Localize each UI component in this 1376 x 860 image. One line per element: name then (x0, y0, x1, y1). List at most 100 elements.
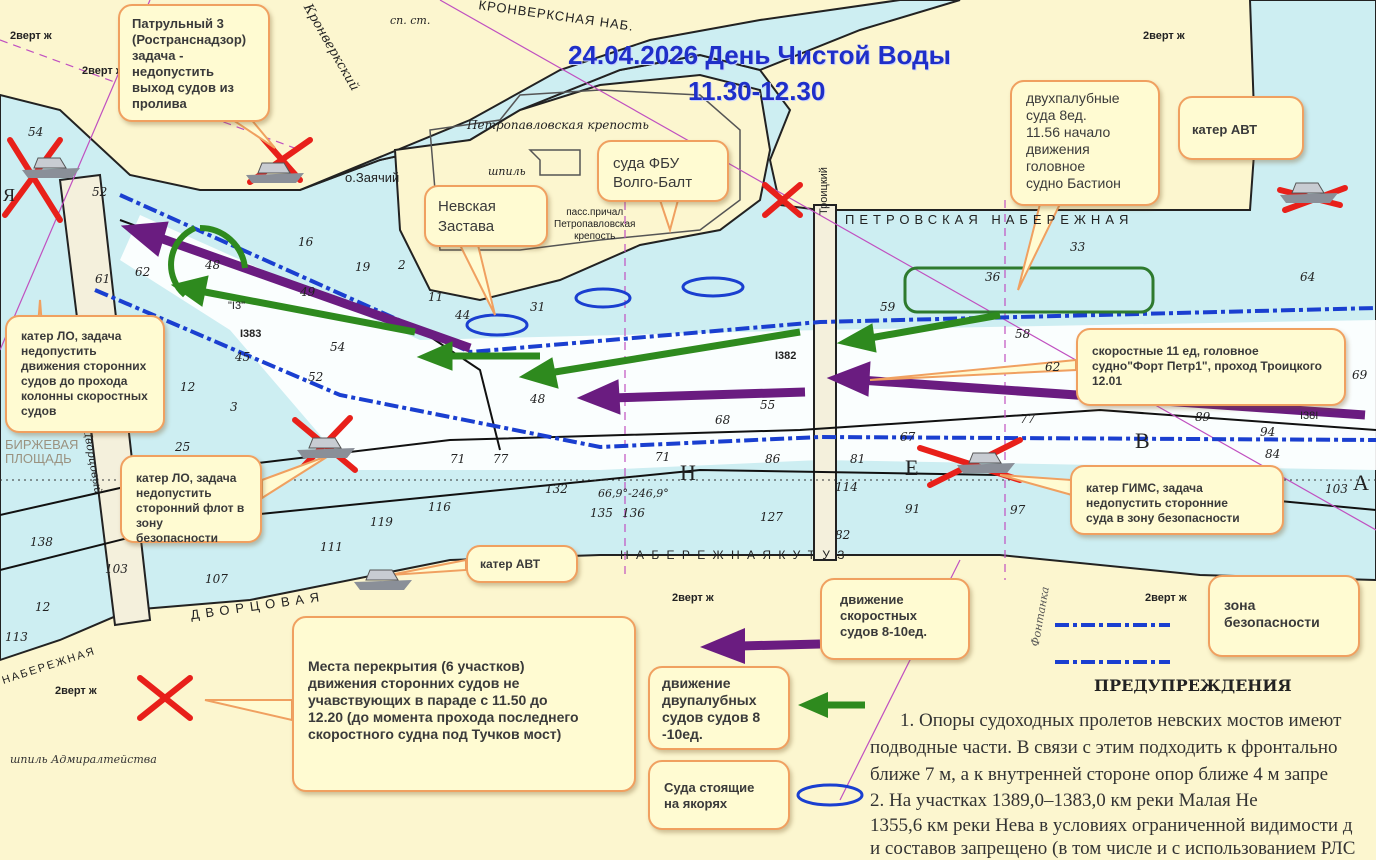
depth-sounding: 64 (1300, 270, 1316, 284)
depth-sounding: 16 (298, 235, 314, 249)
depth-sounding: 82 (835, 528, 851, 542)
patrol-boat-icon (297, 437, 355, 458)
event-title: 24.04.2026 День Чистой Воды (568, 40, 951, 70)
warning-line: ближе 7 м, а к внутренней стороне опор б… (870, 764, 1329, 785)
depth-sounding: 54 (330, 340, 346, 354)
fairway-letter: А (1353, 470, 1369, 495)
depth-sounding: 107 (205, 572, 228, 586)
label-vert: 2верт ж (1145, 592, 1187, 604)
depth-sounding: 45 (235, 350, 251, 364)
depth-sounding: 69 (1352, 368, 1368, 382)
fortress-outline (429, 89, 741, 251)
warning-line: 2. На участках 1389,0–1383,0 км реки Мал… (870, 790, 1258, 811)
patrol-boat-icon (354, 569, 412, 590)
depth-sounding: 89 (1195, 410, 1211, 424)
callout-closure-areas: Места перекрытия (6 участков) движения с… (292, 616, 636, 792)
label-vert: 2верт ж (82, 65, 124, 77)
warning-line: подводные части. В связи с этим подходит… (870, 737, 1338, 758)
depth-sounding: 138 (30, 535, 53, 549)
patrol-boat-icon (246, 162, 304, 183)
depth-sounding: 19 (355, 260, 371, 274)
label-kutuzova: Н А Б Е Р Е Ж Н А Я К У Т У З (620, 548, 847, 562)
depth-sounding: 116 (428, 500, 451, 514)
label-vert: 2верт ж (10, 30, 52, 42)
callout-patrol-3: Патрульный 3 (Ространснадзор) задача - н… (118, 4, 270, 122)
depth-sounding: 36 (985, 270, 1001, 284)
warning-line: 1. Опоры судоходных пролетов невских мос… (900, 710, 1342, 731)
legend-graphics (700, 623, 1170, 718)
double-deck-arrows (168, 224, 1001, 389)
label-spire: шпиль (488, 165, 526, 178)
label-light-1381: I38I (1300, 410, 1319, 422)
callout-avt-boat-bottom: катер АВТ (466, 545, 578, 583)
patrol-boat-icon (957, 452, 1015, 473)
depth-sounding: 97 (1010, 503, 1026, 517)
depth-sounding: 94 (1260, 425, 1276, 439)
anchored-vessels-markers (465, 276, 864, 807)
depth-sounding: 54 (28, 125, 44, 139)
callout-double-deck-vessels: двухпалубные суда 8ед. 11.56 начало движ… (1010, 80, 1160, 206)
callout-lo-boat-bottom: катер ЛО, задача недопустить сторонний ф… (120, 455, 262, 545)
depth-sounding: 77 (1020, 412, 1036, 426)
depth-sounding: 68 (715, 413, 731, 427)
depth-sounding: 113 (5, 630, 28, 644)
callout-lo-boat-left: катер ЛО, задача недопустить движения ст… (5, 315, 165, 433)
patrol-boat-icon (1280, 182, 1338, 203)
legend-double-deck-vessels: движение двупалубных судов судов 8 -10ед… (648, 666, 790, 750)
depth-sounding: 58 (1015, 327, 1031, 341)
depth-sounding: 62 (1045, 360, 1061, 374)
callout-fbu-volgo-balt: суда ФБУ Волго-Балт (597, 140, 729, 202)
depth-sounding: 52 (92, 185, 108, 199)
depth-sounding: 71 (655, 450, 671, 464)
label-birzhevaya: БИРЖЕВАЯ ПЛОЩАДЬ (5, 437, 79, 466)
label-admiralty-spire: шпиль Адмиралтейства (10, 753, 157, 766)
label-bearing: 66,9°-246,9° (598, 487, 669, 500)
label-troitsky-bridge: Троицкий (817, 167, 830, 215)
depth-sounding: 84 (1265, 447, 1281, 461)
troitsky-bridge (813, 204, 837, 561)
event-time: 11.30-12.30 (688, 76, 826, 106)
callout-avt-boat-top: катер АВТ (1178, 96, 1304, 160)
callout-nevskaya-zastava: Невская Застава (424, 185, 548, 247)
depth-sounding: 25 (175, 440, 191, 454)
legend-safety-zone: зона безопасности (1208, 575, 1360, 657)
depth-sounding: 2 (398, 258, 406, 272)
fairway-letter: В (1135, 428, 1150, 453)
label-vert: 2верт ж (672, 592, 714, 604)
depth-sounding: 127 (760, 510, 783, 524)
depth-sounding: 11 (428, 290, 444, 304)
patrol-boat-icon (22, 157, 80, 178)
callout-fast-vessels: скоростные 11 ед, головное судно"Форт Пе… (1076, 328, 1346, 406)
safety-zone-lines (94, 193, 1376, 450)
depth-sounding: 103 (105, 562, 128, 576)
label-petrovskaya-embankment: ПЕТРОВСКАЯ НАБЕРЕЖНАЯ (845, 212, 1134, 227)
depth-sounding: 59 (880, 300, 896, 314)
fairway-letter: Я (3, 185, 16, 205)
label-fortress: Петропавловская крепость (467, 118, 649, 132)
depth-sounding: 61 (95, 272, 111, 286)
label-zayachiy-island: о.Заячий (345, 170, 400, 185)
callout-gims-boat: катер ГИМС, задача недопустить сторонние… (1070, 465, 1284, 535)
depth-sounding: 12 (35, 600, 51, 614)
depth-sounding: 52 (308, 370, 324, 384)
label-vert: 2верт ж (55, 685, 97, 697)
depth-sounding: 135 (590, 506, 613, 520)
depth-sounding: 136 (622, 506, 645, 520)
depth-sounding: 114 (835, 480, 858, 494)
depth-sounding: 119 (370, 515, 393, 529)
depth-sounding: 55 (760, 398, 776, 412)
depth-sounding: 71 (450, 452, 466, 466)
depth-sounding: 48 (530, 392, 546, 406)
depth-sounding: 44 (455, 308, 471, 322)
depth-sounding: 48 (205, 258, 221, 272)
depth-sounding: 67 (900, 430, 916, 444)
label-light-1382: I382 (775, 350, 797, 362)
depth-sounding: 91 (905, 502, 921, 516)
depth-sounding: 81 (850, 452, 866, 466)
depth-sounding: 33 (1070, 240, 1086, 254)
warning-line: 1355,6 км реки Нева в условиях ограничен… (870, 815, 1353, 836)
warnings-title: ПРЕДУПРЕЖДЕНИЯ (1094, 676, 1292, 695)
depth-sounding: 31 (530, 300, 546, 314)
label-sp-st: сп. ст. (390, 14, 431, 27)
fairway-letter: Е (905, 455, 919, 480)
